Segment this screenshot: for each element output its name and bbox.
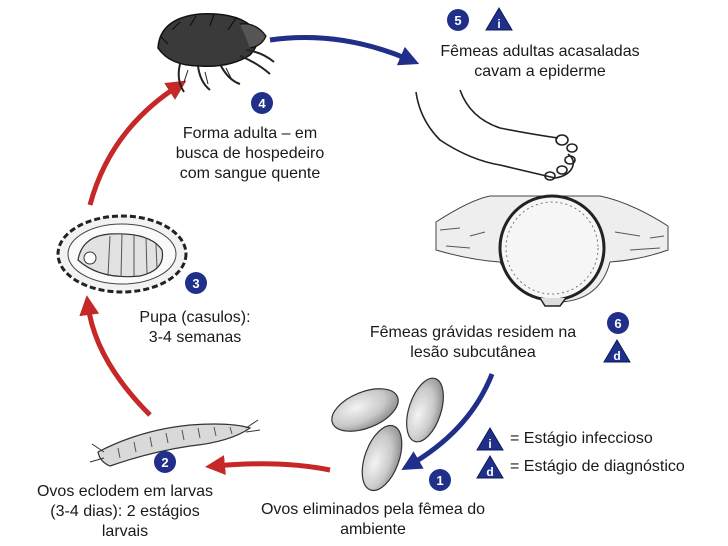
foot-illustration <box>415 89 578 181</box>
legend-diagnostic-badge <box>476 455 504 479</box>
step-marker-2 <box>154 451 176 473</box>
stage-5-line-1: Fêmeas adultas acasaladas <box>440 43 640 60</box>
stage-6-label: Fêmeas grávidas residem na lesão subcutâ… <box>348 323 598 363</box>
badge-letter-infective-stage5: i <box>497 17 500 31</box>
step-marker-6 <box>607 312 629 334</box>
diagnostic-stage-badge-stage6 <box>603 339 631 363</box>
legend-diagnostic-text: = Estágio de diagnóstico <box>510 458 685 475</box>
badge-letter-diagnostic-stage6: d <box>613 349 620 363</box>
stage-2-label: Ovos eclodem em larvas (3-4 dias): 2 est… <box>10 482 240 542</box>
step-number-6: 6 <box>614 316 621 331</box>
legend-badge-letter-diagnostic: d <box>486 465 493 479</box>
adult-flea-illustration <box>157 13 275 93</box>
arrow-lesion-to-eggs <box>401 373 495 471</box>
step-marker-3 <box>185 272 207 294</box>
stage-1-line-1: Ovos eliminados pela fêmea do <box>260 501 486 518</box>
stage-4-line-1: Forma adulta – em <box>182 125 318 142</box>
legend-badge-letter-infective: i <box>488 437 491 451</box>
arrow-larva-to-pupa <box>79 295 152 417</box>
stage-2-line-3: larvais <box>101 523 149 540</box>
infective-stage-badge-stage5 <box>485 7 513 31</box>
larva-illustration <box>89 419 261 467</box>
stage-4-label: Forma adulta – em busca de hospedeiro co… <box>150 124 350 184</box>
stage-6-line-2: lesão subcutânea <box>410 344 536 361</box>
legend-infective-badge <box>476 427 504 451</box>
step-number-2: 2 <box>161 455 168 470</box>
arrow-adult-to-foot <box>269 35 420 66</box>
eggs-illustration <box>331 377 444 492</box>
stage-4-line-3: com sangue quente <box>179 165 321 182</box>
step-marker-1 <box>429 469 451 491</box>
subcutaneous-lesion-illustration <box>435 194 669 307</box>
step-number-1: 1 <box>436 473 443 488</box>
stage-3-line-2: 3-4 semanas <box>148 329 242 346</box>
legend-infective-text: = Estágio infeccioso <box>510 430 653 447</box>
stage-5-line-2: cavam a epiderme <box>474 63 606 80</box>
stage-3-line-1: Pupa (casulos): <box>139 309 251 326</box>
step-marker-5 <box>447 9 469 31</box>
stage-1-line-2: ambiente <box>340 521 406 538</box>
arrow-eggs-to-larva <box>205 455 331 476</box>
step-number-4: 4 <box>258 96 266 111</box>
step-marker-4 <box>251 92 273 114</box>
stage-3-label: Pupa (casulos): 3-4 semanas <box>110 308 280 348</box>
step-number-5: 5 <box>454 13 461 28</box>
pupa-cocoon-illustration <box>56 214 188 294</box>
stage-5-label: Fêmeas adultas acasaladas cavam a epider… <box>420 42 660 82</box>
stage-2-line-2: (3-4 dias): 2 estágios <box>50 503 200 520</box>
step-number-3: 3 <box>192 276 199 291</box>
stage-1-label: Ovos eliminados pela fêmea do ambiente <box>238 500 508 540</box>
stage-6-line-1: Fêmeas grávidas residem na <box>369 324 577 341</box>
stage-4-line-2: busca de hospedeiro <box>175 145 325 162</box>
stage-2-line-1: Ovos eclodem em larvas <box>36 483 214 500</box>
arrow-pupa-to-adult <box>87 80 187 206</box>
